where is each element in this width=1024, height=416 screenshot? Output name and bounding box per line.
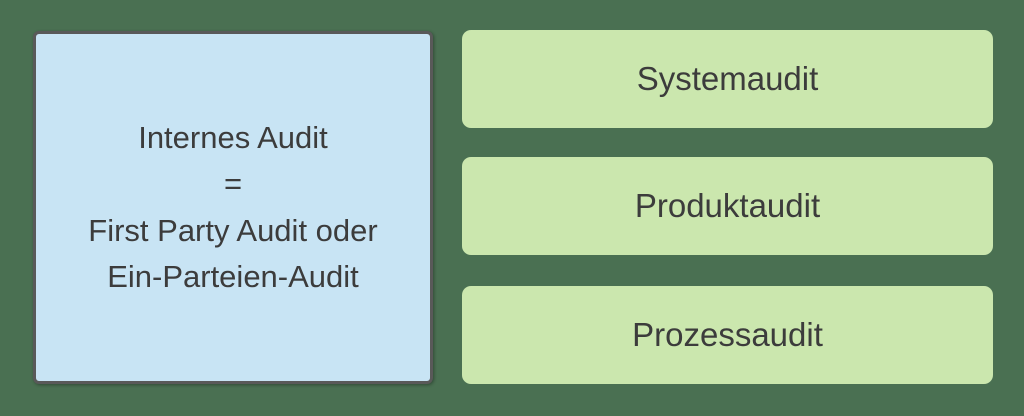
audit-type-box-systemaudit: Systemaudit xyxy=(462,30,993,128)
internal-audit-line-3: First Party Audit oder xyxy=(88,212,378,248)
internal-audit-line-4: Ein-Parteien-Audit xyxy=(107,259,359,294)
internal-audit-definition-box: Internes Audit = First Party Audit oder … xyxy=(33,31,433,384)
equals-sign-line: = xyxy=(223,166,243,201)
internal-audit-line-1: Internes Audit xyxy=(138,119,328,155)
audit-type-box-produktaudit: Produktaudit xyxy=(462,157,993,255)
audit-type-label: Systemaudit xyxy=(636,60,819,97)
audit-type-box-prozessaudit: Prozessaudit xyxy=(462,286,993,384)
audit-type-label: Produktaudit xyxy=(634,187,821,224)
audit-type-label: Prozessaudit xyxy=(632,316,823,353)
